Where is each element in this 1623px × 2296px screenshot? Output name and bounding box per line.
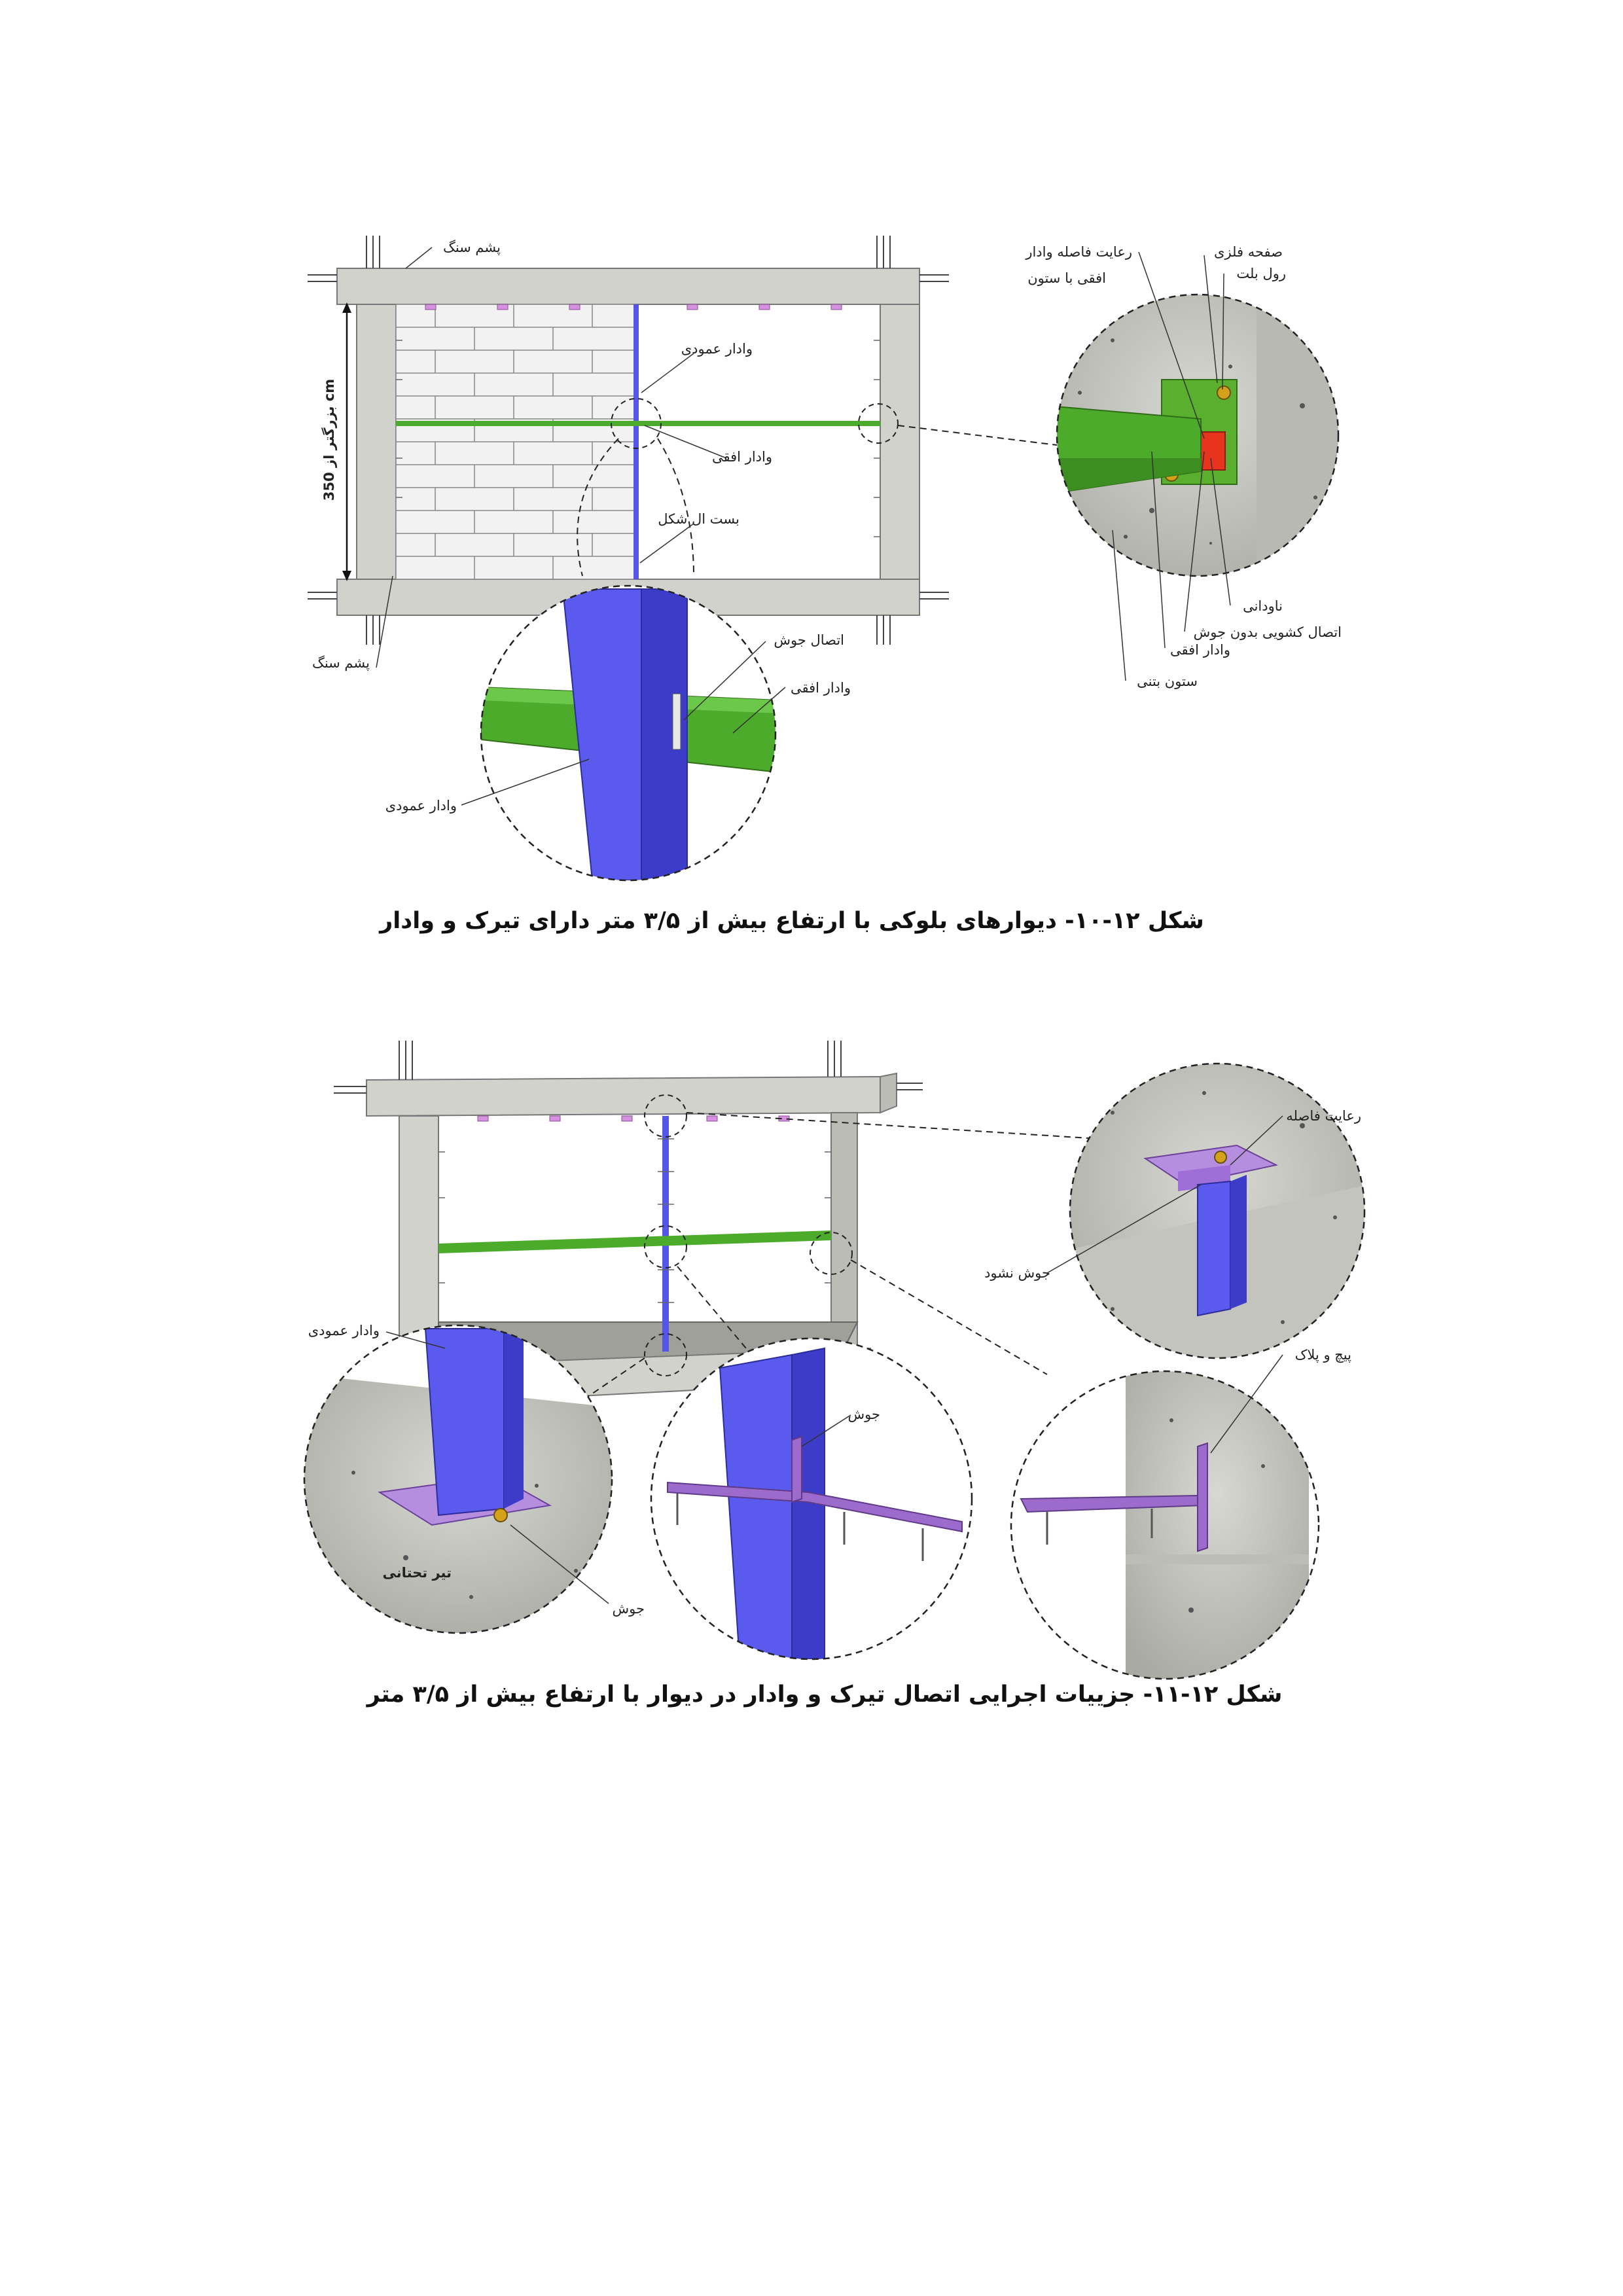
label-screw-plug: پیچ و پلاک: [1295, 1347, 1352, 1363]
label-no-weld: جوش نشود: [984, 1265, 1050, 1281]
horizontal-stud-perspective: [438, 1230, 831, 1253]
label-stone-wool-top: پشم سنگ: [443, 240, 501, 256]
masonry-block-pattern: [395, 304, 635, 580]
label-rawl-bolt: رول بلت: [1236, 266, 1286, 281]
label-gap-line2: افقی با ستون: [1027, 270, 1106, 286]
height-dimension-label: بزرگتر از 350 cm: [321, 379, 337, 501]
label-horizontal-stud: وادار افقی: [712, 449, 772, 465]
figure2-detail-screw-plug: پیچ و پلاک: [1010, 1347, 1352, 1680]
label-channel: ناودانی: [1243, 598, 1283, 614]
label-detail-vertical: وادار عمودی: [385, 798, 457, 814]
vertical-stud-perspective: [662, 1116, 669, 1352]
figure1-elevation: بزرگتر از 350 cm پشم سنگ وادار عمودی واد…: [308, 236, 1058, 672]
horizontal-stud: [396, 421, 880, 426]
label-stone-wool-bottom: پشم سنگ: [312, 655, 370, 672]
figure2-detail-top: رعایت فاصله جوش نشود: [984, 1062, 1366, 1359]
label-weld-connection: اتصال جوش: [774, 632, 844, 648]
label-metal-plate: صفحه فلزی: [1214, 244, 1283, 260]
label-gap-line1: رعایت فاصله وادار: [1025, 244, 1132, 260]
label-sliding-connection: اتصال کشویی بدون جوش: [1194, 624, 1342, 640]
label-vertical-stud-2: وادار عمودی: [308, 1323, 380, 1338]
figure1-caption: شکل ۱۲-۱۰- دیوارهای بلوکی با ارتفاع بیش …: [378, 908, 1204, 934]
label-l-clamp: بست ال شکل: [658, 511, 740, 527]
label-right-horizontal: وادار افقی: [1170, 642, 1230, 658]
label-weld-middle: جوش: [848, 1407, 880, 1422]
figure2-caption: شکل ۱۲-۱۱- جزییات اجرایی اتصال تیرک و وا…: [366, 1681, 1283, 1708]
label-vertical-stud: وادار عمودی: [681, 341, 753, 357]
rebar-hatch: [308, 236, 949, 645]
vertical-stud: [633, 304, 639, 579]
label-weld-bottom: جوش: [613, 1601, 645, 1617]
label-concrete-column: ستون بتنی: [1137, 673, 1198, 689]
label-bottom-beam: تیر تحتانی: [383, 1565, 452, 1581]
figure2-perspective: [334, 1041, 1100, 1427]
label-detail-horizontal: وادار افقی: [791, 680, 851, 696]
label-gap: رعایت فاصله: [1286, 1108, 1361, 1124]
figure1-detail-weld: اتصال جوش وادار افقی وادار عمودی: [385, 584, 851, 882]
figure1-detail-column-connection: رعایت فاصله وادار افقی با ستون صفحه فلزی…: [1025, 244, 1342, 689]
figure2-detail-middle: جوش: [650, 1337, 973, 1660]
figure2-detail-base: وادار عمودی تیر تحتانی جوش: [303, 1323, 645, 1634]
